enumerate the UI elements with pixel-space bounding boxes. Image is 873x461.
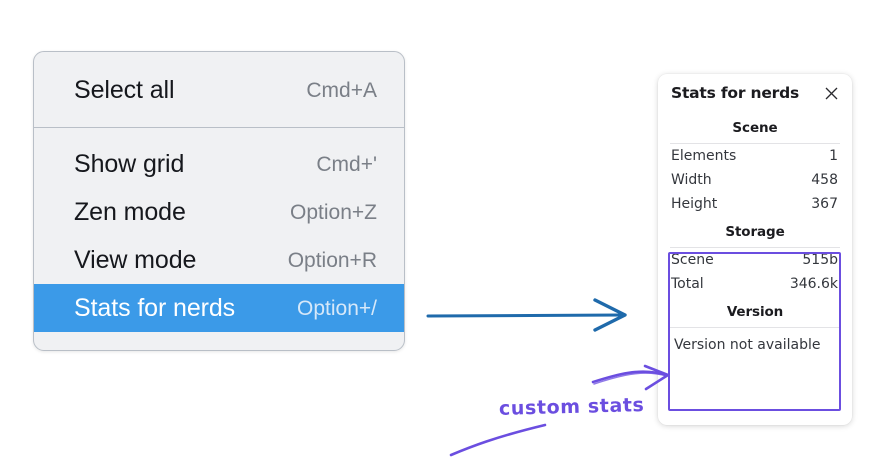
stat-row-elements: Elements 1 [668,144,842,168]
stat-value: 346.6k [789,276,838,292]
menu-item-label: Select all [74,75,175,104]
purple-underline-annotation [449,423,547,457]
menu-separator [34,127,404,128]
stat-value: 458 [811,172,838,188]
menu-item-label: View mode [74,245,197,274]
stat-key: Total [671,276,704,292]
section-heading-version: Version [726,304,784,320]
menu-item-shortcut: Cmd+' [316,152,377,176]
custom-stats-annotation-label: custom stats [498,394,645,420]
menu-bottom-padding [34,332,404,350]
stat-row-version: Version not available [674,337,821,353]
menu-item-label: Stats for nerds [74,293,236,322]
menu-item-stats-for-nerds[interactable]: Stats for nerds Option+/ [34,284,404,332]
stats-panel-title: Stats for nerds [671,84,800,102]
stats-for-nerds-panel[interactable]: Stats for nerds Scene Elements 1 Width 4… [658,74,852,425]
menu-item-label: Show grid [74,149,185,178]
stat-row-storage-total: Total 346.6k [668,272,842,296]
menu-item-shortcut: Option+/ [297,296,377,320]
section-heading-storage: Storage [725,224,785,240]
section-heading-scene: Scene [732,120,778,136]
stat-key: Scene [671,252,714,268]
stat-row-height: Height 367 [668,192,842,216]
menu-item-show-grid[interactable]: Show grid Cmd+' [34,140,404,188]
menu-item-view-mode[interactable]: View mode Option+R [34,236,404,284]
stat-row-width: Width 458 [668,168,842,192]
stat-row-storage-scene: Scene 515b [668,248,842,272]
stats-panel-header: Stats for nerds [668,74,842,112]
stat-value: 1 [829,148,838,164]
stat-value: 367 [811,196,838,212]
close-icon[interactable] [822,84,840,102]
menu-item-label: Zen mode [74,197,186,226]
stat-key: Height [671,196,718,212]
menu-item-shortcut: Cmd+A [306,78,377,102]
section-rule [670,247,840,248]
menu-item-select-all[interactable]: Select all Cmd+A [34,66,404,114]
menu-group-top: Select all Cmd+A [34,52,404,127]
stat-key: Elements [671,148,737,164]
section-rule [670,143,840,144]
menu-item-shortcut: Option+R [287,248,377,272]
section-rule [670,327,840,328]
stat-value: 515b [802,252,838,268]
stat-key: Width [671,172,712,188]
menu-item-zen-mode[interactable]: Zen mode Option+Z [34,188,404,236]
menu-group-bottom: Show grid Cmd+' Zen mode Option+Z View m… [34,128,404,350]
menu-item-shortcut: Option+Z [290,200,377,224]
context-menu[interactable]: Select all Cmd+A Show grid Cmd+' Zen mod… [33,51,405,351]
purple-arrow-annotation [591,364,670,391]
blue-arrow-annotation [426,298,627,332]
